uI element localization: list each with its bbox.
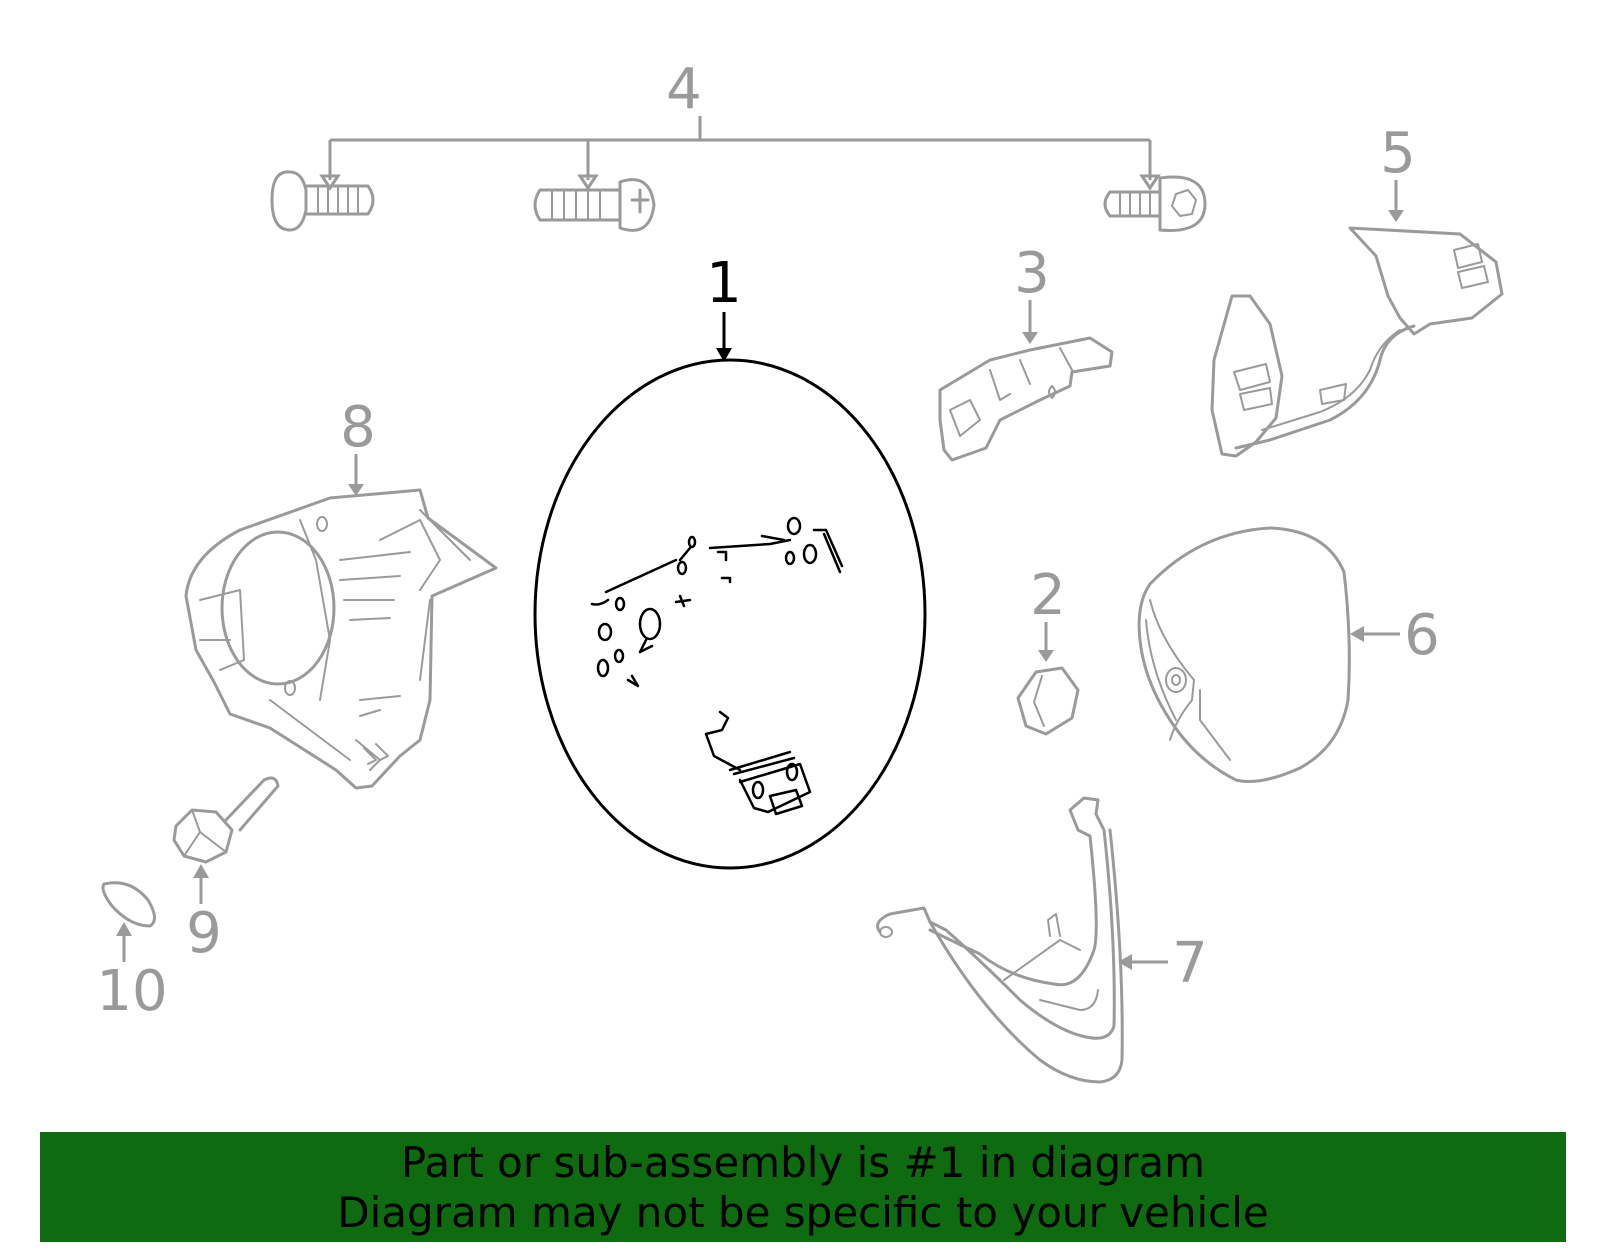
callout-7-group: 7 — [876, 796, 1208, 1084]
callout-1-group: 1 — [533, 251, 927, 870]
notice-line-1: Part or sub-assembly is #1 in diagram — [400, 1138, 1206, 1187]
callout-2-group: 2 — [1016, 563, 1080, 736]
hex-bolt — [172, 808, 234, 864]
callout-8: 8 — [340, 395, 376, 460]
switch-bezel — [938, 336, 1114, 462]
wiring-connector-lower — [704, 710, 812, 814]
steering-switch-left — [1210, 294, 1284, 458]
wiring-harness-upper — [590, 538, 792, 606]
callout-4-group: 4 — [319, 57, 1161, 191]
steering-switch-right — [1348, 226, 1504, 336]
callout-5-group: 5 — [1210, 121, 1504, 458]
callout-5: 5 — [1380, 121, 1416, 186]
callout-9-group: 9 — [172, 776, 280, 966]
highlighted-part-outline — [533, 358, 927, 870]
notice-line-2: Diagram may not be specific to your vehi… — [337, 1188, 1269, 1237]
screw-phillips-head — [533, 178, 656, 232]
callout-9: 9 — [186, 901, 222, 966]
screw-hex-socket — [1103, 175, 1207, 232]
callout-6: 6 — [1404, 603, 1440, 668]
callout-6-group: 6 — [1137, 526, 1440, 783]
callout-7: 7 — [1172, 931, 1208, 996]
hex-nut — [1016, 666, 1080, 736]
notice-banner: Part or sub-assembly is #1 in diagram Di… — [40, 1132, 1566, 1242]
callout-1: 1 — [706, 251, 742, 316]
lower-spoke-cover — [876, 796, 1116, 1040]
callout-2: 2 — [1030, 563, 1066, 628]
callout-10-group: 10 — [96, 881, 168, 1024]
callout-10: 10 — [96, 959, 167, 1024]
airbag-module — [1137, 526, 1351, 783]
callout-3: 3 — [1014, 241, 1050, 306]
callout-4: 4 — [666, 57, 702, 122]
callout-3-group: 3 — [938, 241, 1114, 462]
steering-column-cover — [184, 488, 498, 790]
callout-8-group: 8 — [184, 395, 498, 790]
cap-plug — [101, 881, 156, 928]
screw-round-head — [270, 170, 375, 232]
